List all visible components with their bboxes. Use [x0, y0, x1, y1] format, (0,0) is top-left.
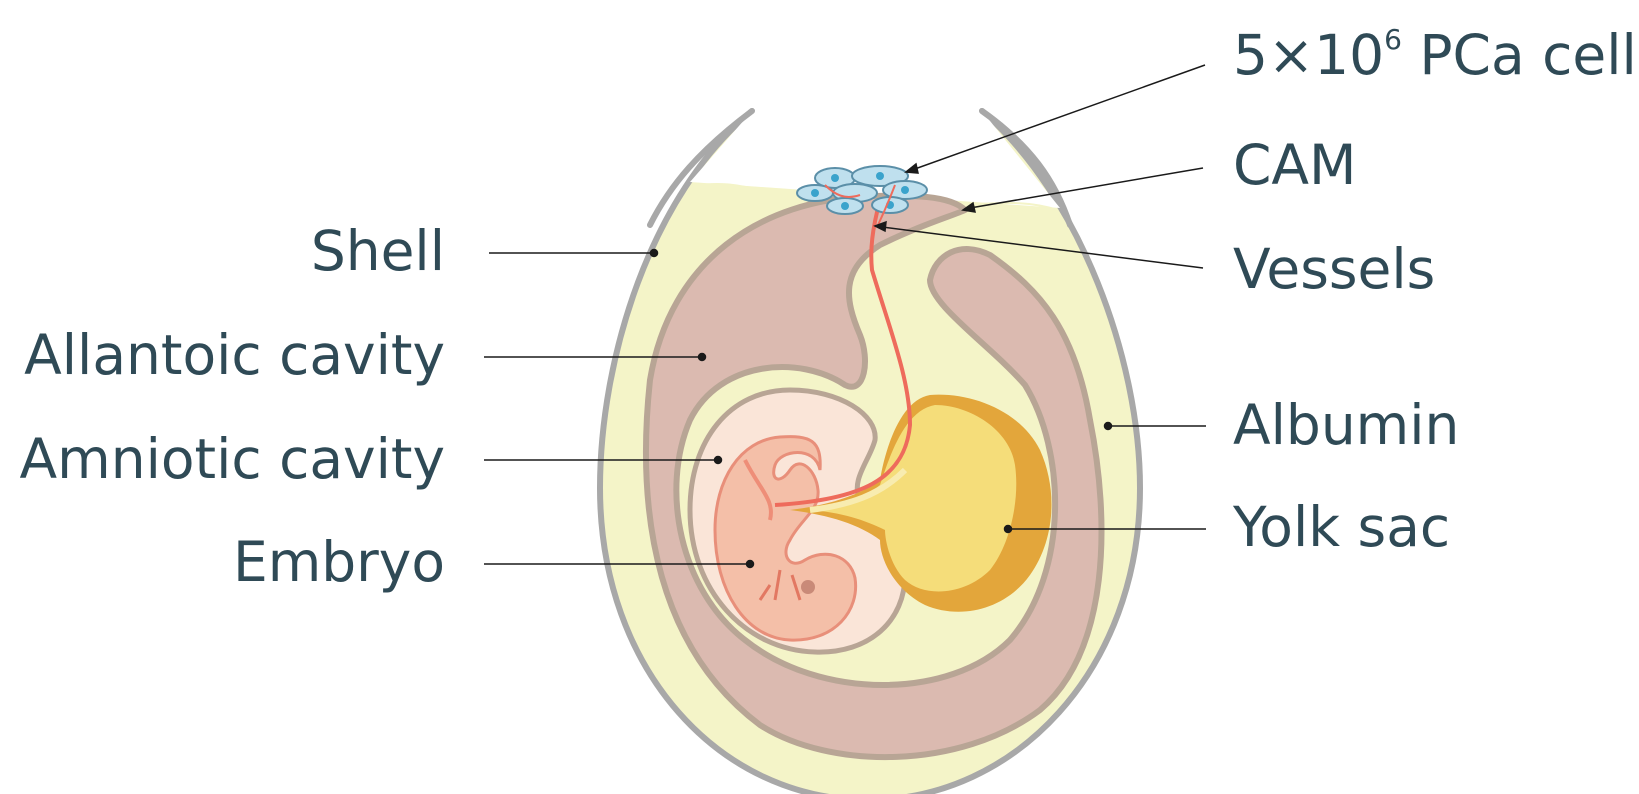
label-vessels: Vessels [1233, 242, 1435, 297]
label-cells-suffix: PCa cells [1402, 23, 1639, 87]
label-albumin: Albumin [1233, 398, 1459, 453]
label-yolk-sac: Yolk sac [1233, 500, 1450, 555]
label-allantoic-cavity: Allantoic cavity [24, 328, 445, 383]
label-embryo: Embryo [233, 535, 445, 590]
label-amniotic-cavity: Amniotic cavity [20, 432, 445, 487]
label-shell: Shell [311, 224, 445, 279]
label-cells-prefix: 5×10 [1233, 23, 1384, 87]
label-cells-exponent: 6 [1384, 23, 1402, 56]
label-cam: CAM [1233, 138, 1356, 193]
label-cells: 5×106 PCa cells [1233, 28, 1639, 83]
